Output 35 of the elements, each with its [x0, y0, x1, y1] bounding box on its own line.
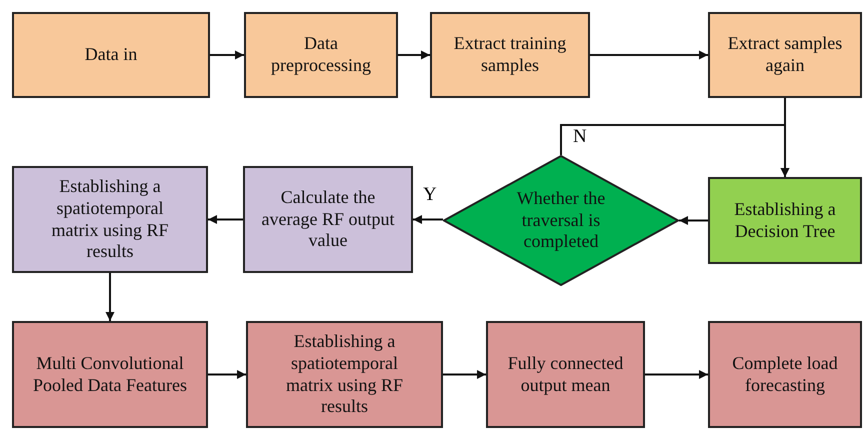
process-box [708, 321, 862, 428]
node-text: Extract samples again [726, 33, 844, 77]
node-text: Calculate the average RF output value [260, 187, 396, 252]
node-text: Complete load forecasting [731, 352, 839, 396]
arrow [413, 215, 443, 224]
node-text: Establishing a spatiotemporal matrix using RF results [284, 331, 404, 418]
arrow [106, 273, 114, 321]
node-text: Establishing a spatiotemporal matrix using RF results [50, 176, 170, 263]
arrow [590, 50, 708, 60]
process-box [486, 321, 645, 428]
arrow [398, 50, 430, 60]
arrow [208, 370, 246, 379]
process-box [246, 321, 443, 428]
process-box [12, 166, 208, 273]
process-box [708, 177, 862, 264]
node-text: Extract training samples [452, 33, 568, 77]
arrow [645, 370, 708, 379]
arrow [208, 215, 243, 224]
process-box [430, 12, 590, 98]
process-box [708, 12, 862, 98]
node-text: Multi Convolutional Pooled Data Features [32, 352, 188, 396]
arrow [679, 216, 708, 225]
node-text: Fully connected output mean [506, 352, 624, 396]
node-text: Whether the traversal is completed [516, 188, 606, 253]
node-text: Establishing a Decision Tree [733, 198, 837, 242]
process-box [12, 321, 208, 428]
node-text: Data preprocessing [270, 33, 372, 77]
process-box [244, 12, 398, 98]
arrow [210, 50, 244, 60]
arrow [560, 124, 790, 177]
arrow [443, 370, 486, 379]
node-text: Data in [84, 44, 138, 66]
process-box [243, 166, 413, 273]
process-box [12, 12, 210, 98]
decision-diamond [443, 155, 679, 286]
